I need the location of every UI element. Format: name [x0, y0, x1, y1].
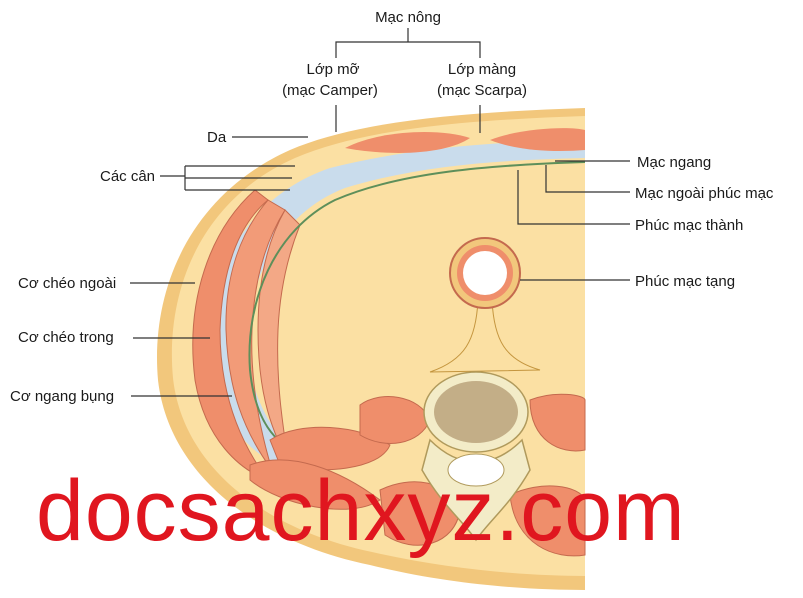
label-internal-oblique: Cơ chéo trong — [18, 329, 114, 346]
label-superficial-fascia: Mạc nông — [375, 9, 441, 26]
labels: Mạc nông Lớp mỡ (mạc Camper) Lớp màng (m… — [10, 9, 774, 405]
label-membranous-layer-line2: (mạc Scarpa) — [437, 82, 527, 99]
label-external-oblique: Cơ chéo ngoài — [18, 275, 116, 292]
back-muscle-lower — [249, 459, 381, 510]
spinal-canal — [447, 453, 505, 487]
label-visceral-peritoneum: Phúc mạc tạng — [635, 273, 735, 290]
label-transversus-abdominis: Cơ ngang bụng — [10, 388, 114, 405]
psoas-muscle-right — [529, 393, 586, 452]
leader-lines — [130, 28, 630, 397]
label-parietal-peritoneum: Phúc mạc thành — [635, 217, 743, 234]
label-fatty-layer-line2: (mạc Camper) — [282, 82, 378, 99]
label-fatty-layer-line1: Lớp mỡ — [306, 61, 359, 78]
label-transversalis-fascia: Mạc ngang — [637, 154, 711, 171]
mesentery — [429, 299, 541, 373]
label-extraperitoneal-fascia: Mạc ngoài phúc mạc — [635, 185, 774, 202]
cancellous-bone — [434, 381, 518, 443]
label-skin: Da — [207, 129, 227, 146]
rectus-muscle-1 — [345, 132, 470, 153]
label-aponeuroses: Các cân — [100, 168, 155, 185]
bowel-lumen — [463, 251, 507, 295]
watermark-text: docsachxyz.com — [36, 463, 686, 559]
rectus-muscle-2 — [490, 128, 585, 151]
body-wall — [157, 108, 586, 590]
label-membranous-layer-line1: Lớp màng — [448, 61, 516, 78]
erector-muscle-right — [509, 485, 586, 557]
